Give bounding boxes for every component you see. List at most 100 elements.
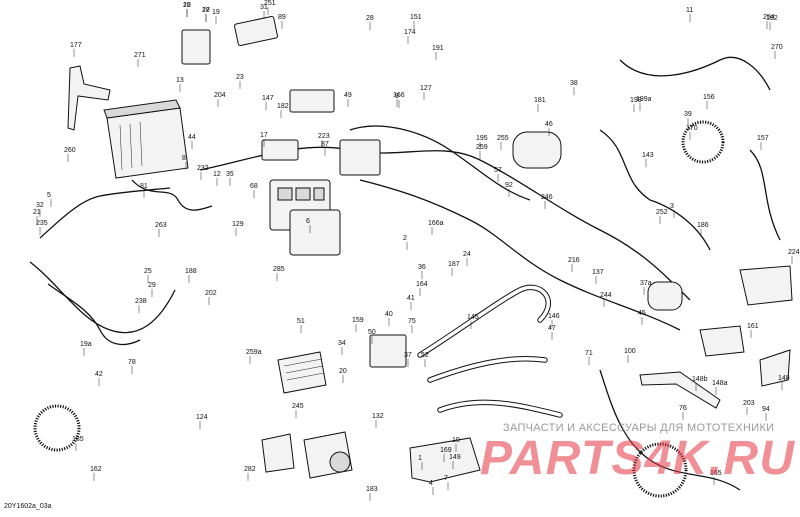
callout-number: 148a xyxy=(712,380,728,387)
callout-number: 21 xyxy=(33,209,41,216)
callout-number: 148b xyxy=(692,376,708,383)
callout-number: 183 xyxy=(366,486,378,493)
callout-number: 4 xyxy=(429,480,433,487)
callout-number: 68 xyxy=(250,183,258,190)
callout-number: 11 xyxy=(686,7,693,14)
callout-number: 76 xyxy=(679,405,687,412)
callout-number: 146 xyxy=(548,313,560,320)
callout-number: 36 xyxy=(418,264,426,271)
callout-number: 161 xyxy=(747,323,759,330)
callout-number: 38 xyxy=(570,80,578,87)
callout-number: 7 xyxy=(444,475,448,482)
callout-number: 132 xyxy=(372,413,384,420)
callout-number: 41 xyxy=(407,295,415,302)
callout-number: 28 xyxy=(366,15,374,22)
battery-part xyxy=(103,99,189,179)
callout-number: 181 xyxy=(534,97,546,104)
callout-number: 49 xyxy=(344,92,352,99)
callout-number: 271 xyxy=(134,52,146,59)
callout-number: 216 xyxy=(568,257,580,264)
gasket-part xyxy=(647,281,683,311)
callout-number: 13 xyxy=(176,77,184,84)
ground-cable-wire xyxy=(39,187,171,239)
rear-sensor-wire xyxy=(619,56,771,91)
callout-number: 9 xyxy=(395,93,399,100)
lower-bracket-part xyxy=(409,437,481,483)
callout-number: 148 xyxy=(778,375,790,382)
callout-number: 23 xyxy=(236,74,244,81)
callout-number: 143 xyxy=(642,152,654,159)
callout-number: 151 xyxy=(410,14,422,21)
front-tone-ring xyxy=(33,404,81,452)
callout-number: 191 xyxy=(432,45,444,52)
callout-number: 16 xyxy=(183,2,191,9)
callout-number: 19a xyxy=(80,341,92,348)
callout-number: 3 xyxy=(670,203,674,210)
callout-number: 185 xyxy=(72,436,84,443)
callout-number: 252 xyxy=(656,209,668,216)
relay-part xyxy=(181,29,211,65)
callout-number: 89 xyxy=(278,14,286,21)
callout-number: 6 xyxy=(306,218,310,225)
callout-number: 169 xyxy=(440,447,452,454)
callout-number: 244 xyxy=(600,292,612,299)
rear-tone-ring xyxy=(681,120,725,164)
callout-number: 285 xyxy=(273,266,285,273)
battery-strap-part xyxy=(67,65,111,131)
callout-number: 251 xyxy=(264,0,276,7)
gasket-part xyxy=(512,131,562,169)
relay-bracket-part xyxy=(261,139,299,161)
lower-rail-part xyxy=(639,371,721,409)
callout-number: 202 xyxy=(205,290,217,297)
callout-number: 57 xyxy=(494,167,502,174)
callout-number: 187 xyxy=(448,261,460,268)
callout-number: 29 xyxy=(148,282,156,289)
diagram-code: 20Y1602a_03a xyxy=(4,503,52,510)
callout-number: 94 xyxy=(762,406,770,413)
callout-number: 147 xyxy=(262,95,274,102)
callout-number: 75 xyxy=(408,318,416,325)
rear-lower-tone-ring xyxy=(632,442,688,498)
callout-number: 188 xyxy=(185,268,197,275)
breather-hose xyxy=(417,284,551,358)
main-harness-branch-wire xyxy=(359,179,681,331)
abs-module-part xyxy=(303,431,353,479)
voltage-regulator-part xyxy=(277,351,327,394)
callout-number: 87 xyxy=(321,141,329,148)
callout-number: 81 xyxy=(140,183,148,190)
callout-number: 246 xyxy=(541,194,553,201)
callout-number: 157 xyxy=(757,135,769,142)
turn-signal-part xyxy=(699,325,745,357)
callout-number: 199 xyxy=(630,97,642,104)
callout-number: 129 xyxy=(232,221,244,228)
lower-right-wire xyxy=(599,369,741,491)
callout-number: 47 xyxy=(548,325,556,332)
svg-text:PARTS4K.RU: PARTS4K.RU xyxy=(480,432,795,485)
callout-number: 31 xyxy=(260,4,268,11)
callout-number: 282 xyxy=(244,466,256,473)
callout-number: 37a xyxy=(640,280,652,287)
callout-number: 78 xyxy=(128,359,136,366)
callout-number: 145 xyxy=(467,314,479,321)
right-sensor-wire xyxy=(599,129,711,251)
speed-sensor-wire xyxy=(749,149,781,241)
callout-number: 137 xyxy=(592,269,604,276)
callout-number: 71 xyxy=(585,350,593,357)
module-part xyxy=(234,15,278,47)
relay-bracket-part xyxy=(289,89,335,113)
relay-cluster-part xyxy=(369,334,407,368)
callout-number: 100 xyxy=(624,348,636,355)
callout-number: 223 xyxy=(318,133,330,140)
callout-number: 170 xyxy=(686,125,698,132)
callout-number: 24 xyxy=(463,251,471,258)
callout-number: 174 xyxy=(404,29,416,36)
connector-block-part xyxy=(339,139,381,176)
callout-number: 51 xyxy=(297,318,305,325)
callout-number: 50 xyxy=(368,329,376,336)
callout-number: 45 xyxy=(638,310,646,317)
fuse-box-part xyxy=(269,179,341,256)
callout-number: 18 xyxy=(202,7,210,14)
callout-number: 12 xyxy=(213,171,221,178)
callout-number: 127 xyxy=(420,85,432,92)
